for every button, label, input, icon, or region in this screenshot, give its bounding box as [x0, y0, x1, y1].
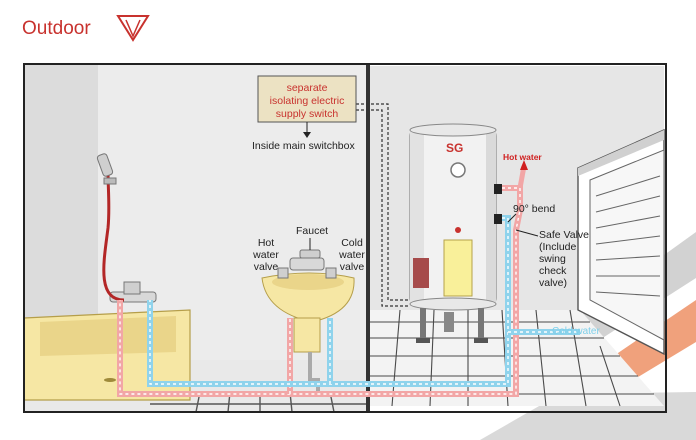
safe-valve-label-5: valve): [539, 277, 567, 289]
hot-valve-label-2: water: [252, 249, 279, 261]
cold-valve-label-1: Cold: [341, 237, 363, 249]
hot-valve-label-3: valve: [254, 261, 279, 273]
header-title: Outdoor: [22, 18, 91, 39]
cold-valve-label-2: water: [338, 249, 365, 261]
brand-logo: SG: [446, 141, 463, 155]
hot-water-label: Hot water: [503, 152, 542, 162]
hot-valve-label-1: Hot: [258, 237, 274, 249]
room-divider: [366, 64, 370, 412]
inside-switchbox-label: Inside main switchbox: [252, 140, 355, 152]
switch-box-line3: supply switch: [276, 108, 339, 120]
bend-label: 90° bend: [513, 203, 555, 215]
switch-box-line1: separate: [287, 82, 328, 94]
safe-valve-label-1: Safe Valve: [539, 229, 589, 241]
switch-box-line2: isolating electric: [270, 95, 345, 107]
cold-water-label: Cold water: [552, 326, 600, 337]
safe-valve-label-3: swing: [539, 253, 566, 265]
cold-valve-label-3: valve: [340, 261, 365, 273]
safe-valve-label-4: check: [539, 265, 567, 277]
safe-valve-label-2: (Include: [539, 241, 577, 253]
faucet-label: Faucet: [296, 225, 328, 237]
